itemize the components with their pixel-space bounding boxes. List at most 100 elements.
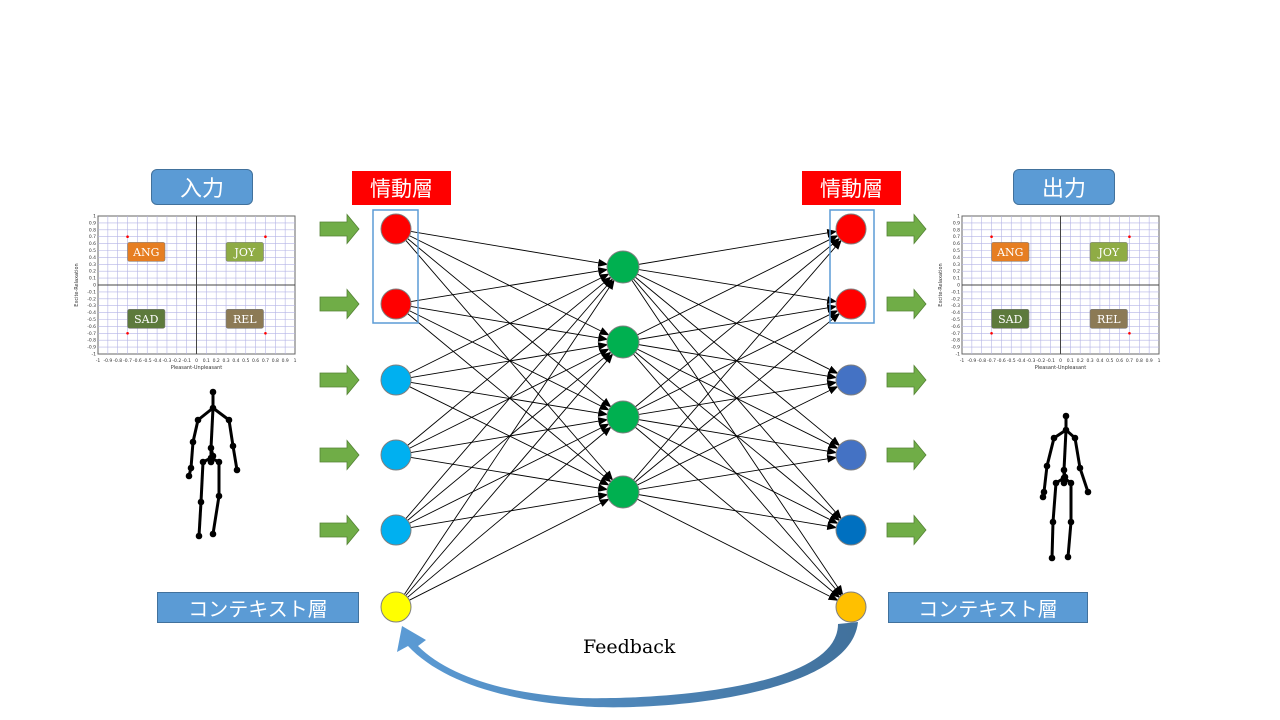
- quadrant-ang-box: [127, 242, 166, 262]
- x-tick-label: -0.2: [1036, 358, 1045, 364]
- output-node: [835, 364, 867, 396]
- marker-dot: [264, 332, 267, 335]
- hidden-node: [606, 325, 640, 359]
- quadrant-joy-box: [225, 242, 264, 262]
- x-tick-label: -0.4: [153, 358, 162, 364]
- y-tick-label: -0.5: [951, 317, 960, 323]
- green-arrow-icon: [886, 514, 927, 546]
- input-node: [380, 364, 412, 396]
- y-tick-label: -1: [92, 352, 97, 358]
- y-tick-label: -0.3: [87, 303, 96, 309]
- quadrant-rel-box: [225, 309, 264, 329]
- y-tick-label: 0.4: [953, 255, 960, 261]
- x-tick-label: 0.4: [232, 358, 239, 364]
- green-arrow-icon: [886, 213, 927, 245]
- quadrant-label: JOY: [233, 246, 255, 259]
- green-arrow-icon: [319, 288, 360, 320]
- y-tick-label: -0.1: [951, 289, 960, 295]
- x-tick-label: -0.1: [182, 358, 191, 364]
- marker-dot: [126, 235, 129, 238]
- y-axis-label: Excite-Relaxation: [74, 263, 80, 306]
- hidden-node: [606, 250, 640, 284]
- x-tick-label: 0.8: [272, 358, 279, 364]
- y-tick-label: -0.4: [951, 310, 960, 316]
- y-tick-label: 0.6: [89, 241, 96, 247]
- feedback-label: Feedback: [583, 636, 676, 658]
- quadrant-joy-box: [1089, 242, 1128, 262]
- y-tick-label: 0.1: [953, 276, 960, 282]
- x-tick-label: 0.7: [262, 358, 269, 364]
- y-tick-label: 0.3: [89, 262, 96, 268]
- y-tick-label: -0.2: [951, 296, 960, 302]
- y-tick-label: 0.3: [953, 262, 960, 268]
- x-tick-label: 0.5: [242, 358, 249, 364]
- quadrant-sad-box: [991, 309, 1030, 329]
- x-tick-label: 0.9: [1146, 358, 1153, 364]
- hidden-node: [606, 475, 640, 509]
- green-arrow-icon: [319, 439, 360, 471]
- x-tick-label: -0.7: [123, 358, 132, 364]
- x-tick-label: -0.5: [1007, 358, 1016, 364]
- input-node: [380, 288, 412, 320]
- x-tick-label: -0.6: [133, 358, 142, 364]
- y-tick-label: -0.9: [87, 345, 96, 351]
- x-tick-label: 0.1: [203, 358, 210, 364]
- x-tick-label: -0.8: [113, 358, 122, 364]
- y-tick-label: -1: [956, 352, 961, 358]
- x-tick-label: -0.7: [987, 358, 996, 364]
- x-tick-label: 0.3: [222, 358, 229, 364]
- y-tick-label: -0.4: [87, 310, 96, 316]
- green-arrow-icon: [886, 364, 927, 396]
- y-tick-label: 0.7: [89, 234, 96, 240]
- x-tick-label: 0.8: [1136, 358, 1143, 364]
- x-axis-label: Pleasant-Unpleasant: [171, 365, 223, 371]
- marker-dot: [990, 235, 993, 238]
- y-tick-label: 1: [957, 214, 960, 220]
- y-tick-label: -0.7: [87, 331, 96, 337]
- x-tick-label: 0.6: [1116, 358, 1123, 364]
- x-tick-label: 0.9: [282, 358, 289, 364]
- x-tick-label: -0.9: [967, 358, 976, 364]
- stick-figure-output: [1039, 412, 1092, 562]
- marker-dot: [990, 332, 993, 335]
- green-arrow-icon: [886, 288, 927, 320]
- x-tick-label: 0.7: [1126, 358, 1133, 364]
- x-tick-label: -0.3: [1027, 358, 1036, 364]
- quadrant-label: SAD: [998, 313, 1022, 326]
- y-tick-label: -0.8: [87, 338, 96, 344]
- y-tick-label: 0.2: [953, 269, 960, 275]
- x-tick-label: 0.3: [1086, 358, 1093, 364]
- x-tick-label: 0.6: [252, 358, 259, 364]
- stick-figure-input: [185, 388, 241, 540]
- y-tick-label: 0.8: [953, 227, 960, 233]
- x-tick-label: 0.2: [1077, 358, 1084, 364]
- quadrant-sad-box: [127, 309, 166, 329]
- quadrant-label: ANG: [996, 246, 1023, 259]
- x-tick-label: -1: [960, 358, 965, 364]
- x-axis-label: Pleasant-Unpleasant: [1035, 365, 1087, 371]
- y-tick-label: -0.6: [951, 324, 960, 330]
- output-node: [835, 213, 867, 245]
- input-node: [380, 591, 412, 623]
- y-tick-label: 0.1: [89, 276, 96, 282]
- y-tick-label: 0: [957, 283, 960, 289]
- output-node: [835, 288, 867, 320]
- quadrant-label: REL: [1097, 313, 1121, 326]
- x-tick-label: 1: [294, 358, 297, 364]
- y-tick-label: 0.8: [89, 227, 96, 233]
- x-tick-label: 0.5: [1106, 358, 1113, 364]
- green-arrow-icon: [319, 514, 360, 546]
- y-tick-label: -0.2: [87, 296, 96, 302]
- y-tick-label: -0.9: [951, 345, 960, 351]
- emotion-frame-left: [372, 209, 419, 324]
- quadrant-label: REL: [233, 313, 257, 326]
- x-tick-label: -0.9: [103, 358, 112, 364]
- network-edges: [402, 229, 844, 602]
- x-tick-label: 0.4: [1096, 358, 1103, 364]
- output-node: [835, 514, 867, 546]
- emotion-layer-label-left: 情動層: [352, 171, 451, 205]
- marker-dot: [1128, 332, 1131, 335]
- emotion-frame-right: [829, 209, 875, 324]
